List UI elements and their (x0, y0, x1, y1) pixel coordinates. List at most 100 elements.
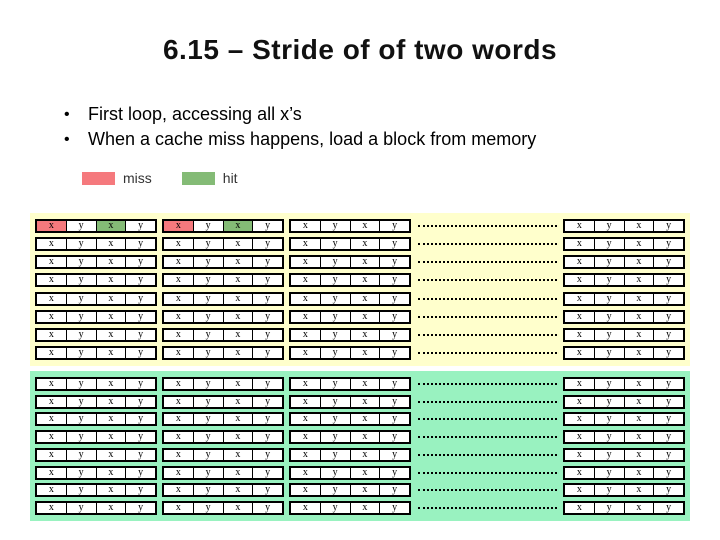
cache-cell: x (223, 347, 254, 358)
cache-cell: y (380, 293, 409, 304)
cache-cell: x (223, 449, 254, 460)
cache-cell: y (126, 347, 155, 358)
cache-cell: y (193, 221, 224, 231)
cache-cell: x (291, 239, 321, 250)
cache-cell: y (594, 449, 625, 460)
cache-cell: x (164, 379, 194, 389)
cache-cell: y (320, 293, 351, 304)
cache-cell: x (565, 485, 595, 496)
cache-cell: y (380, 485, 409, 496)
cache-cell: x (37, 329, 67, 340)
cache-cell: y (253, 293, 282, 304)
cache-cell: x (565, 239, 595, 250)
slide-title: 6.15 – Stride of of two words (162, 34, 558, 65)
cache-cell: x (37, 221, 67, 231)
hit-color-swatch (181, 171, 215, 185)
cache-cell: x (624, 347, 655, 358)
cache-cell: y (126, 502, 155, 513)
cache-cell: y (380, 275, 409, 286)
cache-cell: x (565, 311, 595, 322)
cache-cell: x (624, 485, 655, 496)
cache-cell: y (193, 257, 224, 268)
cache-cell: y (320, 449, 351, 460)
bullet-list: First loop, accessing all x’s When a cac… (62, 102, 536, 152)
cache-cell: y (253, 414, 282, 425)
cache-cell: x (223, 396, 254, 407)
cache-cell: y (594, 502, 625, 513)
cache-cell: y (594, 221, 625, 231)
cache-cell: x (291, 414, 321, 425)
cache-cell: y (380, 379, 409, 389)
cache-cell: y (193, 329, 224, 340)
cache-cell: x (164, 257, 194, 268)
cache-cell: x (291, 275, 321, 286)
cache-cell: x (624, 396, 655, 407)
cache-cell: x (624, 467, 655, 478)
cache-cell: x (164, 467, 194, 478)
cache-cell: y (320, 414, 351, 425)
cache-cell: x (291, 311, 321, 322)
cache-cell: y (594, 432, 625, 443)
ellipsis-dots (418, 418, 557, 421)
cache-cell: x (96, 275, 127, 286)
cache-cell: x (565, 467, 595, 478)
cache-cell: y (253, 485, 282, 496)
cache-cell: y (66, 467, 97, 478)
cache-cell: y (654, 239, 683, 250)
cache-cell: x (37, 467, 67, 478)
miss-color-swatch (82, 171, 115, 185)
cache-cell: y (320, 239, 351, 250)
cache-cell: x (96, 379, 127, 389)
cache-cell: y (320, 329, 351, 340)
cache-cell: y (380, 414, 409, 425)
cache-cell: x (96, 311, 127, 322)
cache-cell: x (350, 221, 381, 231)
cache-cell: x (96, 502, 127, 513)
cache-cell: y (126, 329, 155, 340)
cache-cell: y (66, 257, 97, 268)
cache-cell: x (291, 221, 321, 231)
ellipsis-dots (418, 243, 557, 246)
cache-cell: x (164, 329, 194, 340)
cache-cell: x (350, 275, 381, 286)
cache-cell: y (320, 502, 351, 513)
cache-cell: x (624, 239, 655, 250)
cache-cell: y (193, 485, 224, 496)
cache-cell: y (126, 239, 155, 250)
cache-cell: x (565, 275, 595, 286)
cache-cell: y (193, 432, 224, 443)
cache-cell: y (193, 275, 224, 286)
cache-cell: y (654, 485, 683, 496)
cache-cell: x (164, 414, 194, 425)
cache-cell: x (565, 414, 595, 425)
cache-cell: x (37, 485, 67, 496)
cache-cell: x (164, 239, 194, 250)
cache-cell: x (96, 239, 127, 250)
bullet-item: When a cache miss happens, load a block … (62, 127, 536, 152)
